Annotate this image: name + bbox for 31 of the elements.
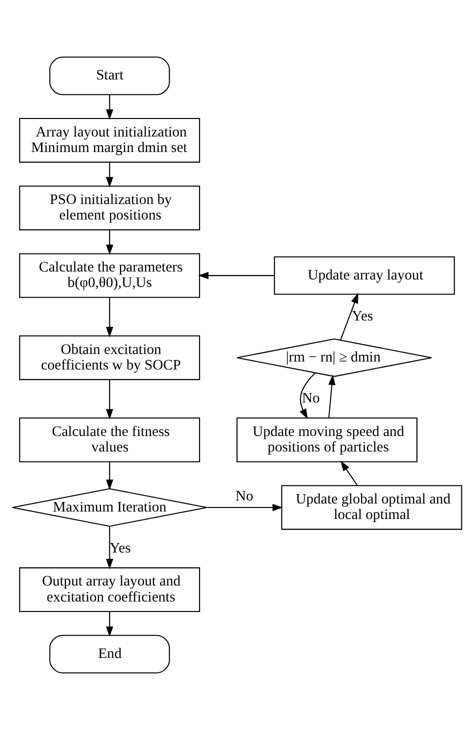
arrow [198, 271, 274, 279]
node-box: Calculate the parameters b(φ0,θ0),U,Us [19, 252, 200, 298]
arrow [106, 379, 114, 420]
edge-label: No [302, 390, 320, 406]
arrow [106, 230, 114, 255]
node-box: End [49, 634, 170, 673]
arrow [340, 460, 358, 486]
node-box: PSO initialization by element positions [19, 185, 200, 230]
node-box: Obtain excitation coefficients w by SOCP [19, 334, 200, 380]
edge-label: Yes [110, 540, 131, 556]
node-box: Update global optimal and local optimal [281, 484, 462, 530]
node-box: Array layout initialization Minimum margin dmin set [19, 118, 200, 162]
arrow [328, 374, 336, 418]
node-box: Start [49, 56, 170, 95]
arrow [106, 94, 114, 120]
arrow [106, 611, 114, 636]
node-box: Calculate the fitness values [19, 417, 200, 462]
node-box: Output array layout and excitation coefficients [19, 566, 200, 612]
node-diamond: |rm − rn| ≥ dmin [236, 338, 432, 376]
edge-label: Yes [352, 308, 374, 324]
arrow [106, 162, 114, 187]
arrow [106, 297, 114, 337]
edge-label: No [235, 488, 254, 504]
node-box: Update moving speed and positions of particles [236, 417, 418, 462]
arrow [106, 462, 114, 490]
node-box: Update array layout [274, 256, 455, 294]
node-diamond: Maximum Iteration [12, 488, 208, 526]
arrow [106, 526, 114, 569]
arrow [340, 292, 358, 340]
arrow [207, 503, 283, 511]
arrow [300, 372, 316, 419]
